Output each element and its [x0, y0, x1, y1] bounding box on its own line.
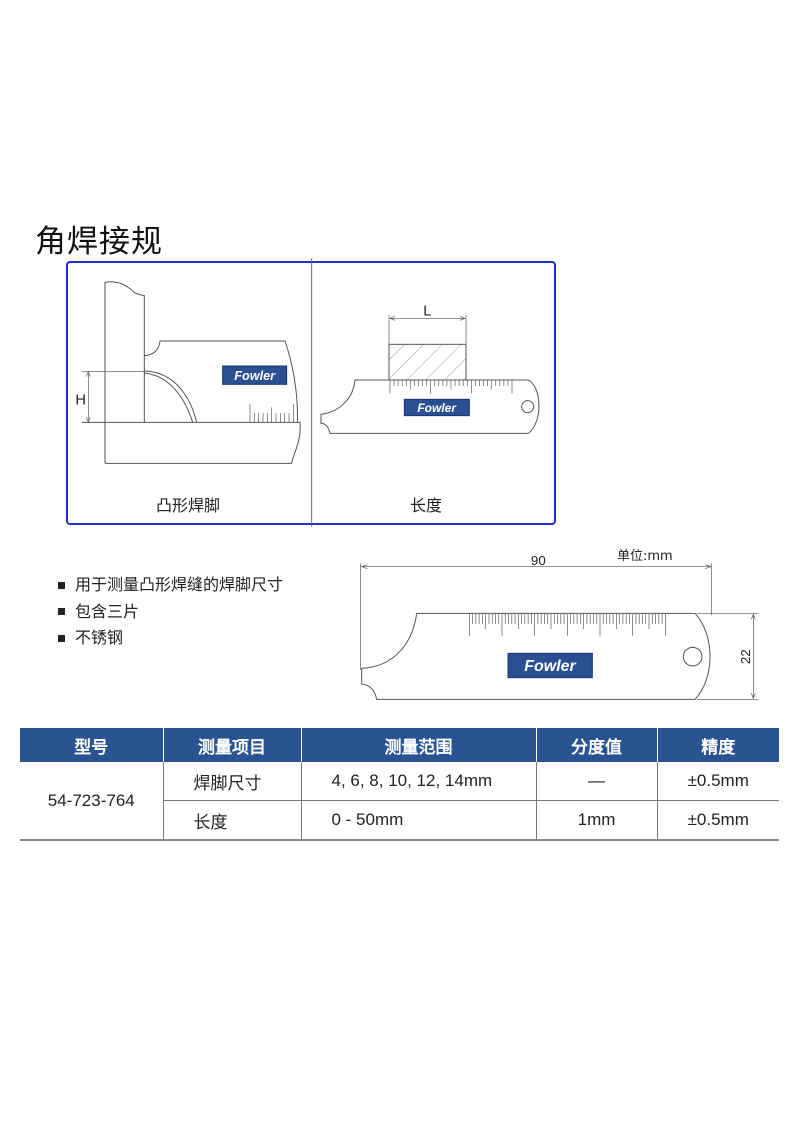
range-cell: 0 - 50mm — [300, 800, 537, 841]
header-division: 分度值 — [535, 728, 657, 762]
fowler-logo: Fowler — [507, 652, 593, 679]
feature-text: 用于测量凸形焊缝的焊脚尺寸 — [75, 575, 284, 594]
feature-list: 用于测量凸形焊缝的焊脚尺寸 包含三片 不锈钢 — [58, 572, 283, 652]
item-cell: 长度 — [162, 800, 302, 841]
header-item: 测量项目 — [162, 728, 301, 762]
length-drawing: L Fowler — [320, 304, 540, 434]
feature-item: 用于测量凸形焊缝的焊脚尺寸 — [58, 572, 283, 599]
bullet-icon — [58, 608, 65, 616]
fowler-logo: Fowler — [403, 398, 470, 417]
table-row: 54-723-764 焊脚尺寸 4, 6, 8, 10, 12, 14mm — … — [20, 762, 779, 841]
model-cell: 54-723-764 — [20, 762, 164, 841]
feature-item: 不锈钢 — [58, 625, 283, 652]
feature-text: 不锈钢 — [75, 628, 124, 647]
svg-text:Fowler: Fowler — [234, 369, 276, 383]
dim-l-label: L — [423, 304, 431, 320]
table-row: 长度 0 - 50mm 1mm ±0.5mm — [20, 800, 779, 841]
page-title: 角焊接规 — [35, 224, 163, 260]
header-accuracy: 精度 — [656, 728, 779, 762]
dimension-drawing: 90 22 Fowler — [360, 553, 759, 700]
bullet-icon — [58, 634, 65, 642]
accuracy-cell: ±0.5mm — [656, 762, 779, 801]
header-model: 型号 — [20, 728, 163, 762]
range-cell: 4, 6, 8, 10, 12, 14mm — [300, 762, 537, 801]
feature-item: 包含三片 — [58, 599, 283, 626]
unit-label: 单位:mm — [617, 549, 673, 564]
table-header: 型号 测量项目 测量范围 分度值 精度 — [20, 728, 779, 762]
svg-text:Fowler: Fowler — [524, 658, 576, 675]
division-cell: 1mm — [535, 800, 658, 841]
caption-length: 长度 — [409, 496, 442, 515]
weld-leg-drawing: H Fowler — [75, 281, 301, 464]
width-dimension: 22 — [738, 649, 753, 664]
accuracy-cell: ±0.5mm — [656, 800, 779, 841]
bullet-icon — [58, 581, 65, 589]
caption-weld-leg: 凸形焊脚 — [155, 496, 220, 515]
spec-table: 型号 测量项目 测量范围 分度值 精度 54-723-764 焊脚尺寸 4, 6… — [20, 728, 779, 841]
dim-h-label: H — [75, 392, 86, 408]
usage-illustrations: H Fowler L Fowler — [75, 258, 540, 527]
length-dimension: 90 — [531, 553, 546, 568]
item-cell: 焊脚尺寸 — [162, 762, 302, 801]
header-range: 测量范围 — [300, 728, 536, 762]
feature-text: 包含三片 — [75, 601, 140, 621]
svg-text:Fowler: Fowler — [417, 401, 457, 415]
fowler-logo: Fowler — [222, 365, 288, 385]
illustration-panel — [66, 261, 556, 525]
division-cell: — — [535, 762, 658, 801]
